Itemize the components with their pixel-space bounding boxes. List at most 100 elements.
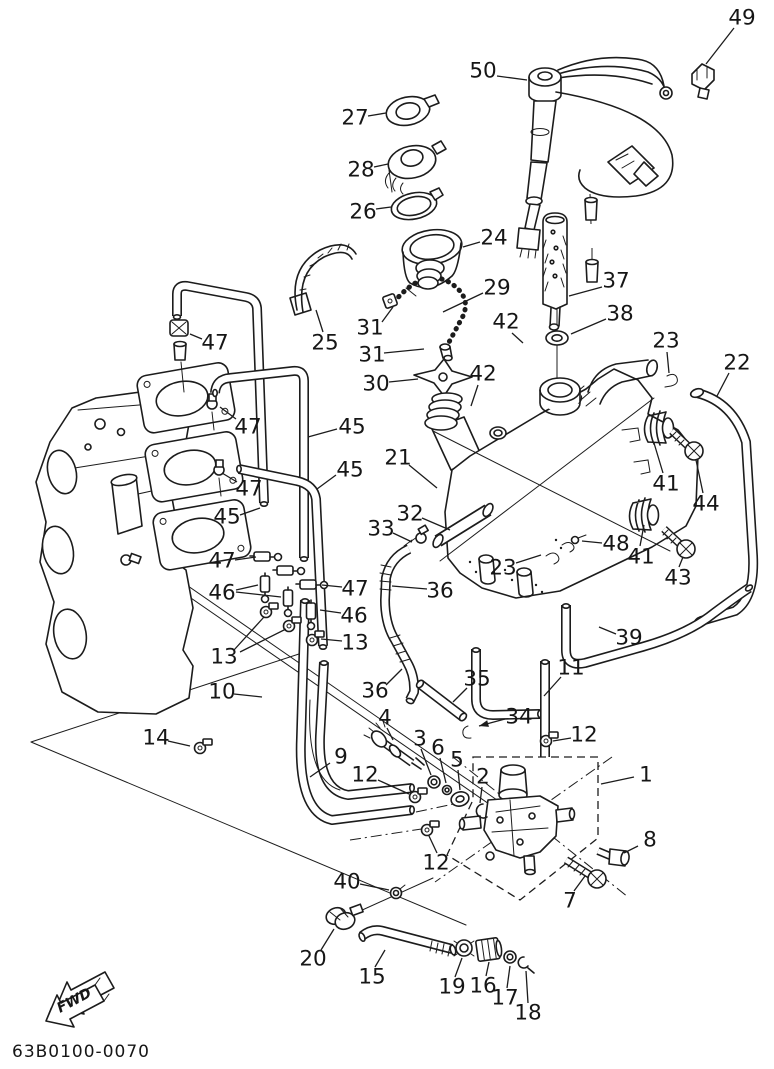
part-label-44: 44: [692, 492, 719, 517]
part-label-24: 24: [480, 226, 507, 251]
part-label-3: 3: [413, 727, 427, 752]
cap-parts-column: [384, 94, 463, 297]
part-label-19: 19: [438, 975, 465, 1000]
leader-line-44: [695, 459, 704, 494]
leader-line-21: [408, 464, 438, 489]
fwd-arrow: FWD: [45, 971, 115, 1028]
part-label-15: 15: [358, 965, 385, 990]
leader-line-47: [234, 556, 257, 561]
plug-41-lower: [628, 497, 660, 533]
part-label-47: 47: [341, 577, 368, 602]
part-label-35: 35: [463, 667, 490, 692]
engine-block: [35, 390, 194, 715]
band-buckle: [289, 292, 312, 316]
part-label-40: 40: [333, 870, 360, 895]
leader-line-46: [235, 591, 282, 598]
part-label-31: 31: [356, 316, 383, 341]
part-label-32: 32: [396, 502, 423, 527]
leader-line-49: [705, 27, 735, 65]
leader-line-19: [454, 957, 463, 978]
leader-lines: [167, 27, 735, 1004]
leader-line-14: [167, 740, 191, 747]
leader-line-10: [233, 693, 263, 698]
part-label-20: 20: [299, 947, 326, 972]
part-label-27: 27: [341, 106, 368, 131]
bolt-44: [669, 428, 704, 461]
leader-line-27: [367, 112, 387, 117]
leader-line-7: [573, 875, 586, 892]
leader-line-9: [309, 762, 331, 778]
leader-line-35: [452, 687, 468, 703]
part-label-13: 13: [210, 645, 237, 670]
part-label-8: 8: [643, 828, 657, 853]
plug-8: [596, 847, 630, 867]
part-label-25: 25: [311, 331, 338, 356]
part-label-42: 42: [492, 310, 519, 335]
leader-line-5: [457, 769, 461, 791]
intake-manifold: [136, 361, 252, 571]
leader-line-22: [716, 372, 730, 397]
leader-line-20: [320, 928, 335, 951]
leader-line-18: [525, 970, 529, 1004]
part-label-12: 12: [351, 763, 378, 788]
oil-level-sensor-assembly: [516, 56, 715, 346]
oil-hose-10-bend: [301, 599, 469, 841]
part-label-16: 16: [469, 974, 496, 999]
leader-line-36: [391, 585, 428, 590]
leader-line-33: [392, 532, 413, 543]
part-label-17: 17: [491, 986, 518, 1011]
leader-line-37: [568, 286, 603, 297]
leader-line-3: [420, 748, 432, 776]
clamp-12c: [420, 820, 440, 837]
part-label-36: 36: [361, 679, 388, 704]
part-label-49: 49: [728, 6, 755, 31]
drawing-number: 63B0100-0070: [12, 1042, 150, 1062]
oil-pump-assembly: [363, 720, 630, 901]
part-label-28: 28: [347, 158, 374, 183]
leader-line-46: [235, 584, 259, 591]
leader-line-31: [381, 306, 394, 323]
leader-line-6: [439, 757, 447, 784]
part-label-10: 10: [208, 680, 235, 705]
part-label-38: 38: [606, 302, 633, 327]
leader-line-32: [421, 517, 451, 531]
clip-2: [475, 803, 488, 819]
part-label-37: 37: [602, 269, 629, 294]
bolt-43: [661, 526, 696, 559]
leader-line-47: [219, 406, 237, 420]
part-label-45: 45: [213, 505, 240, 530]
leader-line-1: [600, 776, 635, 785]
part-label-6: 6: [431, 736, 445, 761]
leader-line-30: [388, 378, 419, 383]
part-label-36: 36: [426, 579, 453, 604]
part-label-41: 41: [627, 545, 654, 570]
plug-41-upper: [643, 410, 675, 446]
leader-line-8: [623, 845, 639, 854]
part-label-47: 47: [234, 415, 261, 440]
leader-line-43: [678, 556, 684, 568]
leader-line-31: [383, 348, 425, 354]
leader-line-47: [321, 584, 343, 588]
lower-hoses: [193, 502, 754, 837]
leader-line-41: [639, 524, 645, 547]
clamp-14: [193, 738, 213, 755]
part-label-4: 4: [378, 706, 392, 731]
part-label-33: 33: [367, 517, 394, 542]
leader-line-42: [511, 332, 524, 344]
part-label-48: 48: [602, 532, 629, 557]
leader-line-24: [462, 241, 481, 248]
part-label-41: 41: [652, 472, 679, 497]
leader-line-11: [543, 676, 562, 697]
bolt-7: [563, 856, 607, 889]
leader-line-12: [552, 737, 572, 742]
leader-line-23: [666, 351, 670, 374]
part-label-31: 31: [358, 343, 385, 368]
leader-line-42: [470, 384, 479, 407]
leader-line-16: [485, 961, 490, 977]
clamp-20: [325, 903, 364, 931]
part-label-29: 29: [483, 276, 510, 301]
leader-line-29: [442, 292, 484, 313]
part-label-14: 14: [142, 726, 169, 751]
